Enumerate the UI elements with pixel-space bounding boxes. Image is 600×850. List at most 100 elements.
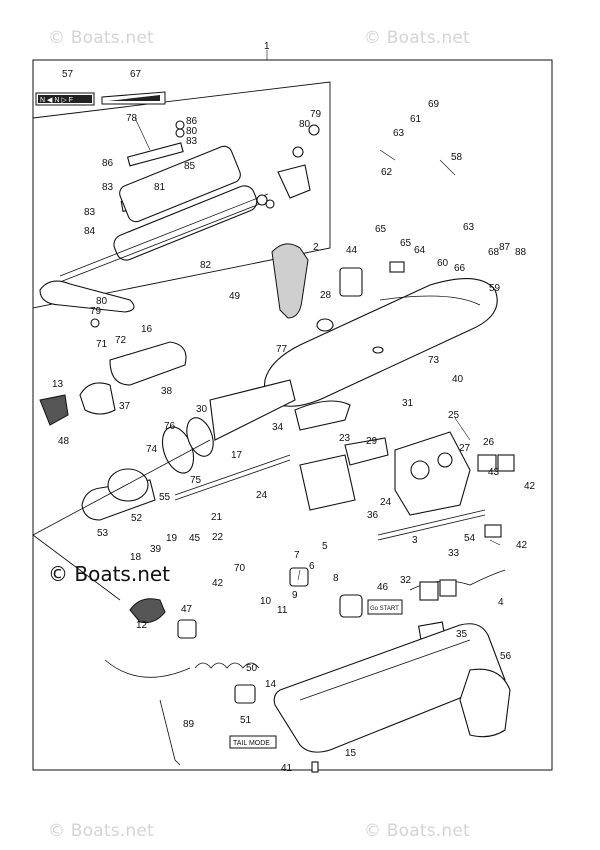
callout-74: 74 bbox=[146, 444, 158, 455]
callout-45: 45 bbox=[189, 533, 201, 544]
callout-32: 32 bbox=[400, 575, 412, 586]
callout-10: 10 bbox=[260, 596, 272, 607]
callout-68: 68 bbox=[488, 247, 500, 258]
callout-35: 35 bbox=[456, 629, 468, 640]
decal-46: Go START bbox=[367, 599, 403, 615]
callout-42: 42 bbox=[212, 578, 224, 589]
callout-48: 48 bbox=[58, 436, 70, 447]
callout-11: 11 bbox=[277, 605, 288, 616]
callout-36: 36 bbox=[367, 510, 379, 521]
callout-54: 54 bbox=[464, 533, 476, 544]
watermark-bottom-left: © Boats.net bbox=[48, 821, 154, 841]
callout-80c: 80 bbox=[96, 296, 108, 307]
callout-2: 2 bbox=[313, 242, 319, 253]
callout-53: 53 bbox=[97, 528, 109, 539]
callout-16: 16 bbox=[141, 324, 153, 335]
callout-65b: 65 bbox=[400, 238, 412, 249]
callout-37: 37 bbox=[119, 401, 131, 412]
callout-58: 58 bbox=[451, 152, 463, 163]
callout-69: 69 bbox=[428, 99, 440, 110]
callout-14: 14 bbox=[265, 679, 277, 690]
callout-83: 83 bbox=[186, 136, 198, 147]
svg-text:TAIL MODE: TAIL MODE bbox=[233, 740, 270, 747]
callout-29: 29 bbox=[366, 436, 378, 447]
watermark-top-right: © Boats.net bbox=[364, 28, 470, 48]
callout-13: 13 bbox=[52, 379, 64, 390]
callout-80: 80 bbox=[186, 126, 198, 137]
callout-71: 71 bbox=[96, 339, 108, 350]
callout-24: 24 bbox=[256, 490, 268, 501]
callout-88: 88 bbox=[515, 247, 527, 258]
callout-63b: 63 bbox=[463, 222, 475, 233]
decal-51: TAIL MODE bbox=[229, 735, 277, 749]
callout-79: 79 bbox=[310, 109, 322, 120]
callout-73: 73 bbox=[428, 355, 440, 366]
watermark-bottom-right: © Boats.net bbox=[364, 821, 470, 841]
callout-57: 57 bbox=[62, 69, 74, 80]
callout-47: 47 bbox=[181, 604, 193, 615]
callout-18: 18 bbox=[130, 552, 142, 563]
callout-84: 84 bbox=[84, 226, 96, 237]
callout-31: 31 bbox=[402, 398, 414, 409]
callout-24b: 24 bbox=[380, 497, 392, 508]
callout-21: 21 bbox=[211, 512, 223, 523]
callout-72: 72 bbox=[115, 335, 127, 346]
callout-52: 52 bbox=[131, 513, 143, 524]
callout-63: 63 bbox=[393, 128, 405, 139]
callout-85: 85 bbox=[184, 161, 196, 172]
callout-49: 49 bbox=[229, 291, 241, 302]
callout-33: 33 bbox=[448, 548, 460, 559]
callout-15: 15 bbox=[345, 748, 357, 759]
callout-42c: 42 bbox=[516, 540, 528, 551]
subassembly-box bbox=[32, 81, 331, 309]
callout-77: 77 bbox=[276, 344, 288, 355]
callout-39: 39 bbox=[150, 544, 162, 555]
callout-17: 17 bbox=[231, 450, 243, 461]
watermark-middle: © Boats.net bbox=[48, 562, 171, 586]
callout-86: 86 bbox=[186, 116, 198, 127]
callout-7: 7 bbox=[294, 550, 300, 561]
callout-56: 56 bbox=[500, 651, 512, 662]
callout-50: 50 bbox=[246, 663, 258, 674]
callout-25: 25 bbox=[448, 410, 460, 421]
callout-28: 28 bbox=[320, 290, 332, 301]
callout-55: 55 bbox=[159, 492, 171, 503]
callout-67: 67 bbox=[130, 69, 142, 80]
callout-44: 44 bbox=[346, 245, 358, 256]
callout-38: 38 bbox=[161, 386, 173, 397]
callout-66: 66 bbox=[454, 263, 466, 274]
callout-4: 4 bbox=[498, 597, 504, 608]
callout-83c: 83 bbox=[84, 207, 96, 218]
callout-82: 82 bbox=[200, 260, 212, 271]
callout-6: 6 bbox=[309, 561, 315, 572]
callout-81: 81 bbox=[154, 182, 166, 193]
callout-42b: 42 bbox=[524, 481, 536, 492]
callout-83b: 83 bbox=[102, 182, 114, 193]
callout-87: 87 bbox=[499, 242, 511, 253]
callout-34: 34 bbox=[272, 422, 284, 433]
callout-89: 89 bbox=[183, 719, 195, 730]
svg-text:N ◀ N ▷ F: N ◀ N ▷ F bbox=[40, 97, 73, 104]
callout-75: 75 bbox=[190, 475, 202, 486]
callout-59: 59 bbox=[489, 283, 501, 294]
callout-51: 51 bbox=[240, 715, 252, 726]
callout-62: 62 bbox=[381, 167, 393, 178]
callout-9: 9 bbox=[292, 590, 298, 601]
decal-57: N ◀ N ▷ F bbox=[35, 92, 95, 106]
assembly-frame bbox=[32, 59, 553, 771]
callout-27: 27 bbox=[459, 443, 471, 454]
callout-46: 46 bbox=[377, 582, 389, 593]
callout-60: 60 bbox=[437, 258, 449, 269]
callout-3: 3 bbox=[412, 535, 418, 546]
callout-40: 40 bbox=[452, 374, 464, 385]
callout-76: 76 bbox=[164, 421, 176, 432]
callout-19: 19 bbox=[166, 533, 178, 544]
callout-22: 22 bbox=[212, 532, 224, 543]
callout-70: 70 bbox=[234, 563, 246, 574]
svg-text:Go START: Go START bbox=[370, 606, 399, 612]
callout-8: 8 bbox=[333, 573, 339, 584]
callout-79b: 79 bbox=[90, 306, 102, 317]
callout-43: 43 bbox=[488, 467, 500, 478]
callout-65: 65 bbox=[375, 224, 387, 235]
